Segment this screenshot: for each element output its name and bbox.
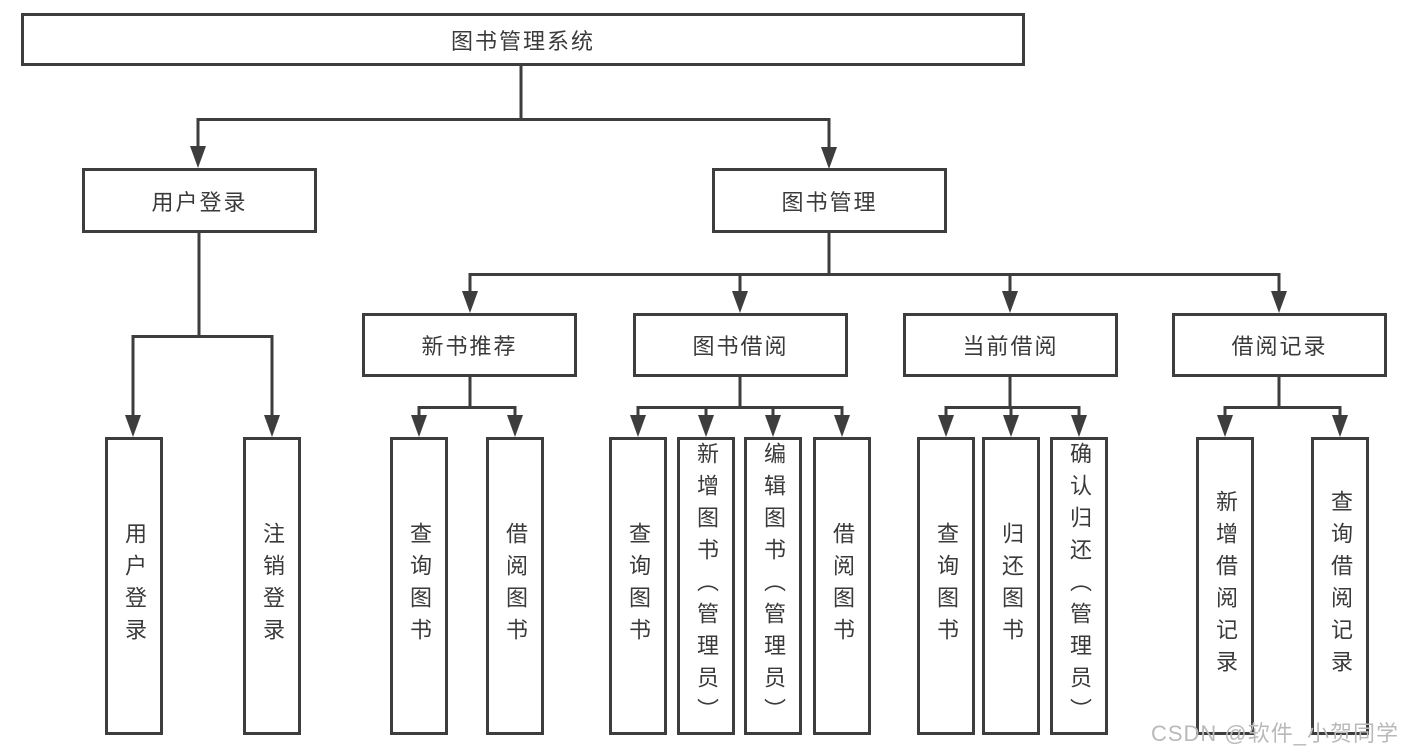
leaf-borrow-books: 借阅图书 — [486, 437, 544, 735]
leaf-borrow-books: 借阅图书 — [813, 437, 871, 735]
node-label: 当前借阅 — [962, 334, 1059, 359]
leaf-add-books-admin: 新增图书（管理员） — [677, 437, 735, 735]
node-label: 图书管理 — [781, 189, 878, 215]
node-user-login: 用户登录 — [82, 168, 317, 233]
leaf-query-books: 查询图书 — [917, 437, 975, 735]
leaf-add-borrow-record: 新增借阅记录 — [1196, 437, 1254, 735]
node-book-borrowing: 图书借阅 — [633, 313, 848, 377]
node-book-management: 图书管理 — [712, 168, 947, 233]
leaf-logout: 注销登录 — [243, 437, 301, 735]
node-library-management-system: 图书管理系统 — [21, 13, 1025, 66]
node-current-borrowing: 当前借阅 — [903, 313, 1118, 377]
node-label: 图书管理系统 — [450, 28, 595, 54]
leaf-query-books: 查询图书 — [609, 437, 667, 735]
leaf-query-books: 查询图书 — [390, 437, 448, 735]
node-label: 新书推荐 — [421, 334, 518, 359]
watermark: CSDN @软件_小贺同学 — [1150, 721, 1399, 746]
leaf-return-books: 归还图书 — [982, 437, 1040, 735]
node-label: 图书借阅 — [692, 334, 789, 359]
leaf-confirm-return-admin: 确认归还（管理员） — [1050, 437, 1108, 735]
node-new-book-recommendation: 新书推荐 — [362, 313, 577, 377]
node-label: 借阅记录 — [1231, 334, 1328, 359]
leaf-edit-books-admin: 编辑图书（管理员） — [744, 437, 802, 735]
leaf-user-login: 用户登录 — [105, 437, 163, 735]
node-borrowing-records: 借阅记录 — [1172, 313, 1387, 377]
leaf-query-borrow-record: 查询借阅记录 — [1311, 437, 1369, 735]
node-label: 用户登录 — [151, 189, 248, 215]
